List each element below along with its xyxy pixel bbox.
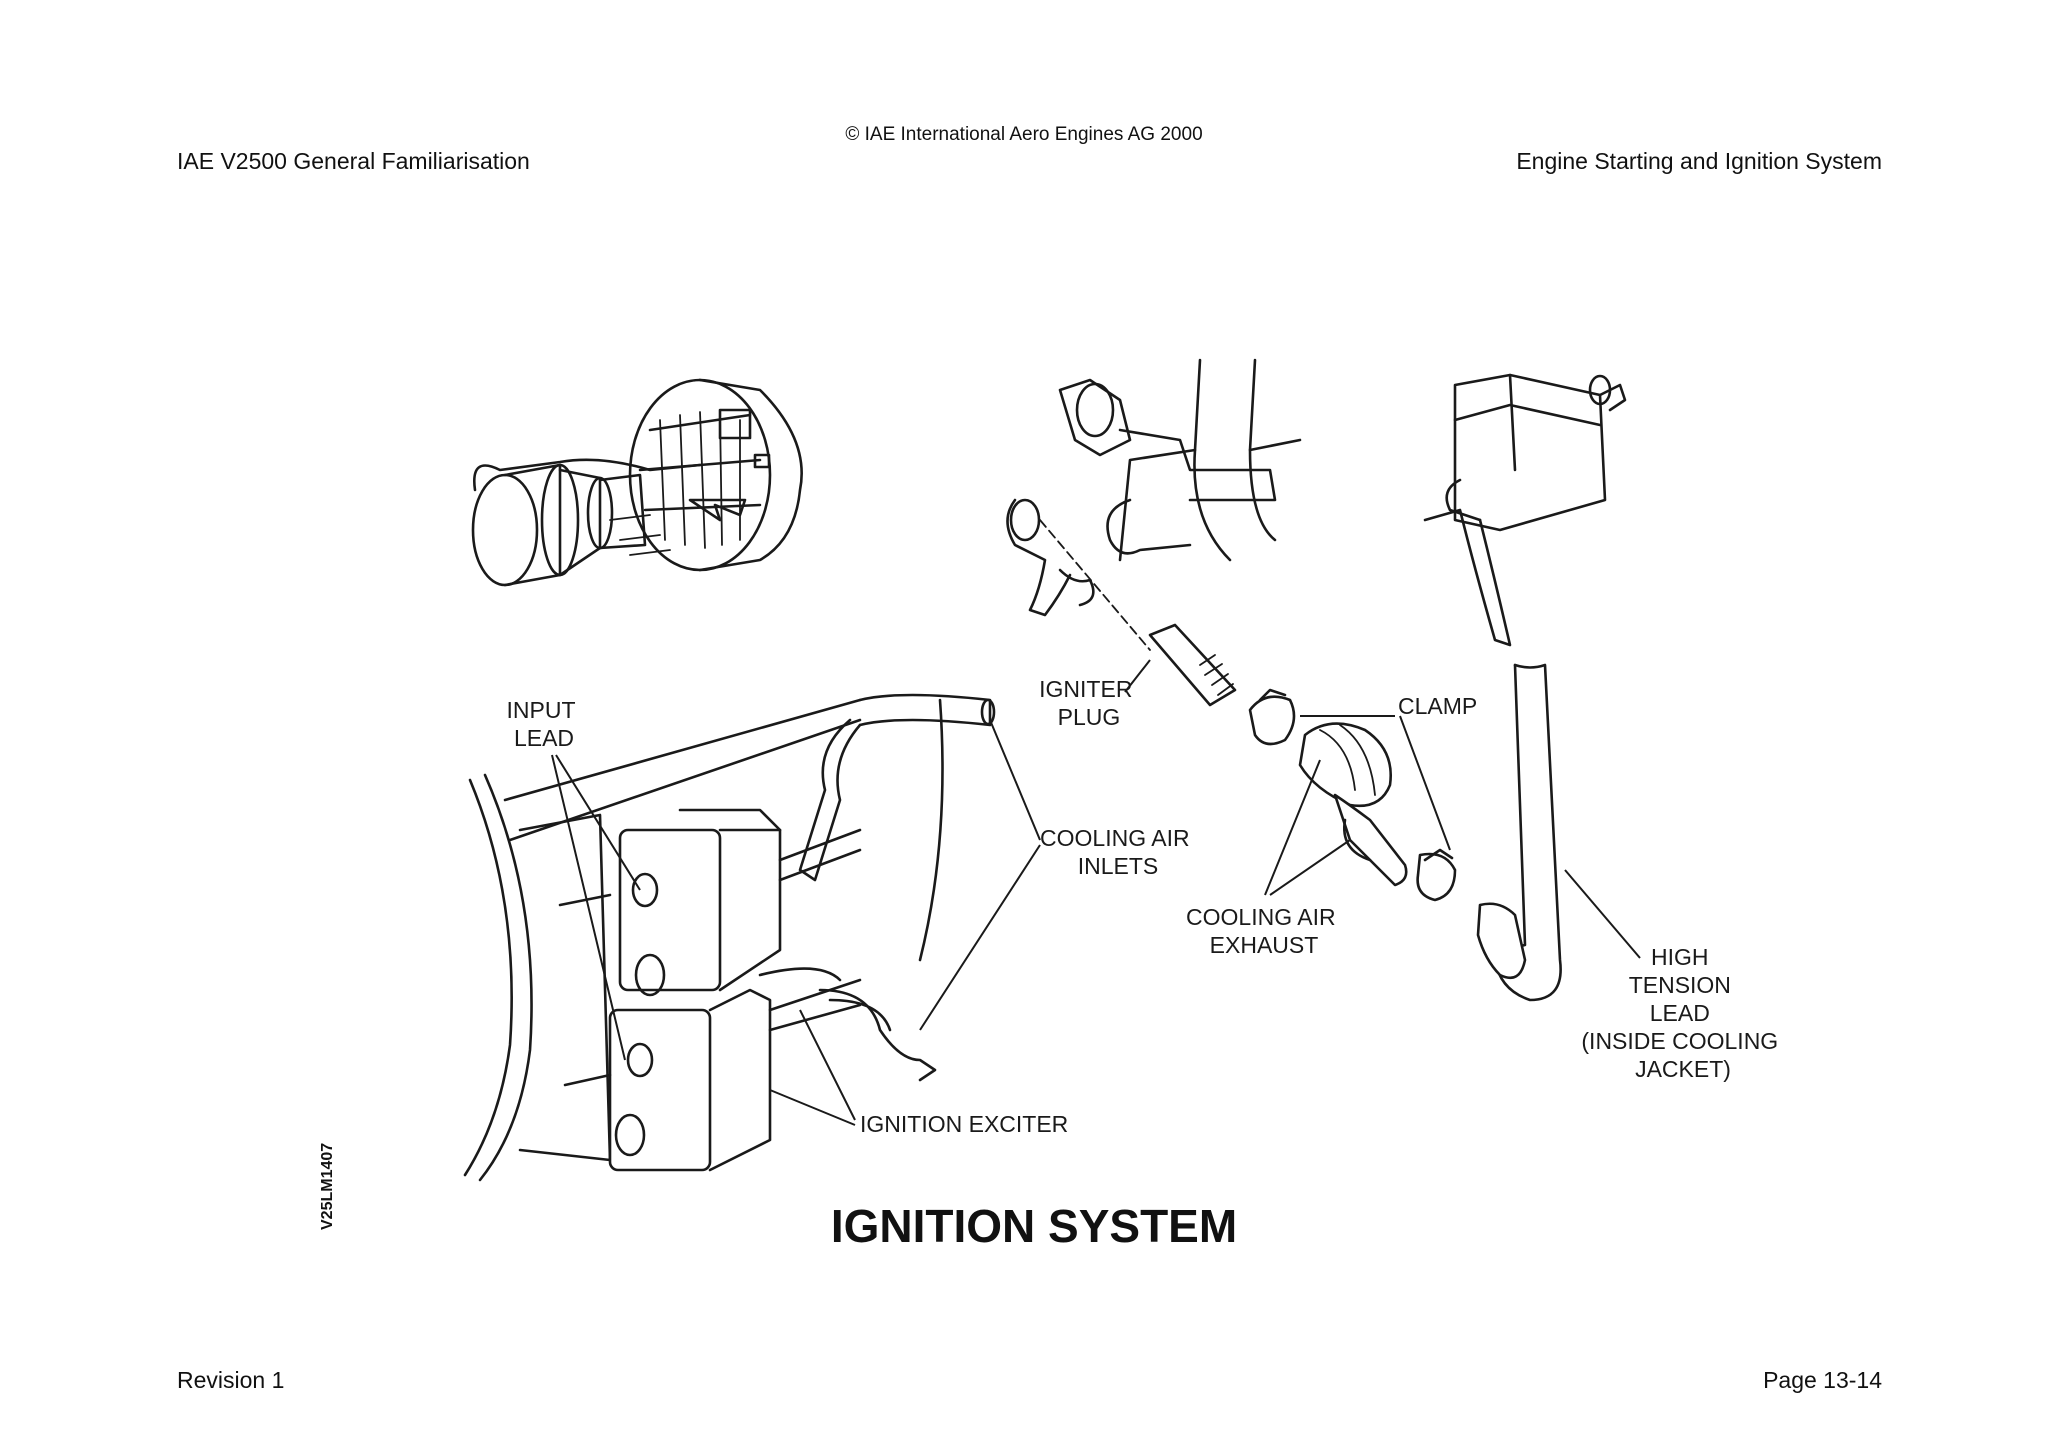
page-number: Page 13-14 (1763, 1367, 1882, 1393)
input-lead-leader (551, 754, 641, 1061)
igniter-installation-illustration (1006, 358, 1302, 707)
high-tension-lead-label: HIGH TENSION LEAD (INSIDE COOLING JACKET… (1581, 944, 1784, 1082)
figure-title: IGNITION SYSTEM (831, 1200, 1237, 1252)
igniter-plug-label: IGNITER PLUG (1039, 676, 1139, 730)
chapter-title: Engine Starting and Ignition System (1516, 148, 1882, 174)
cooling-air-exhaust-leader (1264, 759, 1351, 896)
ignition-exciter-leader (769, 1009, 856, 1126)
cooling-air-inlets-label: COOLING AIR INLETS (1040, 825, 1196, 879)
clamps-and-exhaust-illustration (1248, 688, 1457, 902)
copyright-notice: © IAE International Aero Engines AG 2000 (845, 124, 1203, 145)
cooling-air-inlets-leader (919, 719, 1041, 1031)
cooling-air-exhaust-label: COOLING AIR EXHAUST (1186, 904, 1342, 958)
ignition-exciter-illustration (463, 693, 996, 1182)
document-title: IAE V2500 General Familiarisation (177, 148, 530, 174)
revision-label: Revision 1 (177, 1367, 285, 1393)
figure-reference-code: V25LM1407 (319, 1143, 336, 1230)
ignition-exciter-label: IGNITION EXCITER (860, 1111, 1068, 1137)
high-tension-lead-leader (1564, 869, 1641, 959)
clamp-leader (1300, 715, 1451, 851)
engine-overview-illustration (471, 378, 803, 587)
clamp-label: CLAMP (1398, 693, 1477, 719)
high-tension-lead-illustration (1423, 373, 1627, 1002)
input-lead-label: INPUT LEAD (507, 697, 582, 751)
igniter-plug-leader (1124, 659, 1151, 693)
